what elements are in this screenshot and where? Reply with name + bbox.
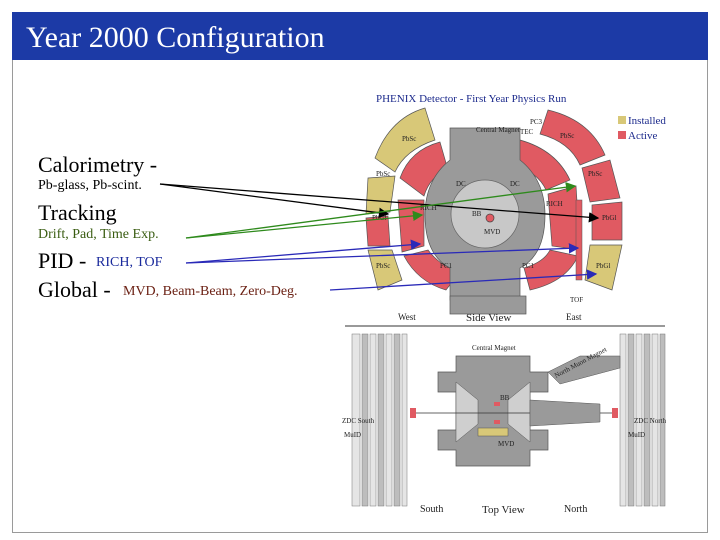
pbsc-sector-left [365,175,396,215]
svg-text:DC: DC [510,180,520,188]
slide-frame [12,60,708,533]
calorimetry-detail: Pb-glass, Pb-scint. [38,178,142,193]
pid-detail: RICH, TOF [96,255,163,270]
magnet-base [449,295,527,315]
arrow-tracking-east [185,182,577,239]
svg-text:ZDC South: ZDC South [342,417,375,425]
pbgl-sector-right [591,201,623,241]
bb-south [494,402,500,406]
svg-text:PC1: PC1 [522,262,535,270]
svg-text:PbGl: PbGl [602,214,616,222]
arrow-pid-west [185,239,422,264]
svg-text:PC1: PC1 [440,262,453,270]
svg-text:Central Magnet: Central Magnet [476,126,520,134]
arrow-global [329,269,598,291]
svg-text:PC3: PC3 [530,118,543,126]
pbsc-sector-right [581,159,621,203]
svg-text:TOF: TOF [570,296,583,304]
tof-wall [575,199,583,281]
svg-text:MVD: MVD [484,228,500,236]
beam-pipe [485,213,495,223]
svg-text:Top View: Top View [482,504,525,516]
arrow-tracking-west [185,210,424,239]
svg-text:PbSc: PbSc [560,132,574,140]
north-muon-magnet [529,399,601,427]
arrow-pid-east [185,243,580,264]
muid-south-stack [351,333,408,507]
svg-text:PbSc: PbSc [588,170,602,178]
pbsc-sector-top-left [374,107,436,173]
svg-text:North: North [564,504,587,515]
detector-title: PHENIX Detector - First Year Physics Run [376,93,567,105]
svg-text:MVD: MVD [498,440,514,448]
pc1-east [523,249,579,291]
svg-text:Central Magnet: Central Magnet [472,344,516,352]
north-muon-magnet-arm [547,355,621,385]
calorimetry-heading: Calorimetry - [38,152,158,177]
svg-text:RICH: RICH [420,204,437,212]
svg-text:PbGl: PbGl [596,262,610,270]
zdc-south-marker [410,408,416,418]
magnet-bore [450,179,520,249]
central-magnet-topview [437,355,549,467]
global-detail: MVD, Beam-Beam, Zero-Deg. [123,284,298,299]
svg-text:MuID: MuID [628,431,645,439]
svg-text:East: East [566,312,582,322]
svg-text:MuID: MuID [344,431,361,439]
svg-text:South: South [420,504,443,515]
pbsc-sector-top-right [539,109,606,166]
muid-north-stack [619,333,666,507]
svg-text:PbSc: PbSc [376,170,390,178]
mvd-block [477,427,509,437]
svg-text:West: West [398,312,416,322]
pid-heading: PID - [38,248,87,273]
arrow-calorimetry-east [159,183,600,223]
tracking-detail: Drift, Pad, Time Exp. [38,227,159,242]
svg-text:BB: BB [472,210,482,218]
tracking-heading: Tracking [38,200,117,225]
svg-text:PbSc: PbSc [402,135,416,143]
global-heading: Global - [38,277,111,302]
svg-text:Side View: Side View [466,312,511,324]
svg-text:BB: BB [500,394,510,402]
slide-title: Year 2000 Configuration [26,21,325,54]
svg-text:PbGl: PbGl [372,214,386,222]
legend-active-swatch [618,131,626,139]
legend-installed-swatch [618,116,626,124]
legend-installed-label: Installed [628,115,666,127]
svg-text:TEC: TEC [520,128,534,136]
title-bar [12,12,708,60]
bb-north [494,420,500,424]
zdc-north-marker [612,408,618,418]
legend-active-label: Active [628,130,657,142]
pbsc-sector-bottom-left [367,249,403,291]
arrow-calorimetry-west [159,183,390,218]
svg-text:PbSc: PbSc [376,262,390,270]
svg-text:DC: DC [456,180,466,188]
svg-text:RICH: RICH [546,200,563,208]
svg-text:ZDC North: ZDC North [634,417,667,425]
magnet-pole-left [455,381,479,443]
